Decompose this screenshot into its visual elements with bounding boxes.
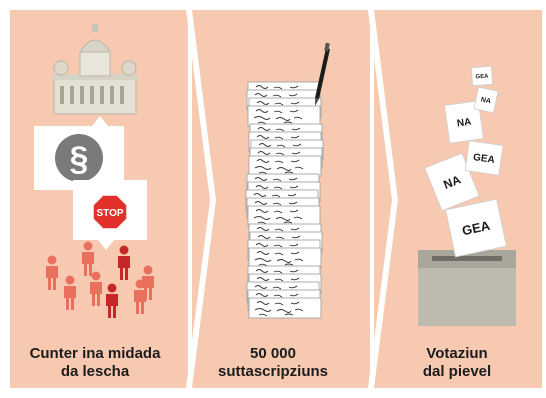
ballot-sheet [464,140,504,176]
ballot-paper: GEA [470,65,494,87]
chevron-separator-2 [368,10,398,388]
step-1-caption-line1: Cunter ina midada [29,345,161,362]
ballot-box-icon [418,250,516,326]
paragraph-icon [55,134,103,182]
ballot-sheet [473,86,499,114]
paragraph-bubble: § [34,116,124,190]
ballot-sheet [445,198,507,258]
paragraph-symbol: § [70,140,89,178]
ballot-sheet [444,100,484,144]
step-3-caption-line2: dal pievel [422,363,492,380]
ballot-text: GEA [475,74,489,81]
paper-stack-3 [245,173,321,227]
pen-icon [315,42,330,106]
step-1-caption: Cunter ina midada da lescha [20,345,170,381]
step-2-caption: 50 000 suttascripziuns [198,345,348,381]
paper-stack-icon [245,81,324,319]
step-2-caption-line1: 50 000 [250,345,296,362]
ballot-text: GEA [461,218,492,239]
ballot-paper: NA [473,86,499,114]
parliament-building-icon [52,24,138,115]
ballot-paper: GEA [464,140,504,176]
ballots: GEA NA NA GEA NA GEA [424,65,507,258]
ballot-sheet [470,65,494,87]
step-2-caption-line2: suttascripziuns [217,363,329,380]
ballot-text: NA [441,172,463,192]
ballot-text: NA [480,96,491,105]
step-3-caption: Votaziun dal pievel [382,345,532,381]
ballot-paper: GEA [445,198,507,258]
step-3-caption-line1: Votaziun [426,345,488,362]
step-1-caption-line2: da lescha [60,363,130,380]
chevron-separator-1 [186,10,216,388]
ballot-paper: NA [444,100,484,144]
stop-sign-icon [92,194,128,230]
paper-stack-5 [246,265,322,319]
ballot-text: GEA [472,152,495,166]
paper-stack-2 [248,123,324,177]
stop-text: STOP [96,208,123,219]
stop-bubble: STOP [73,180,147,250]
paper-stack-4 [247,223,323,269]
paper-stack-1 [246,81,322,127]
ballot-text: NA [456,117,472,130]
